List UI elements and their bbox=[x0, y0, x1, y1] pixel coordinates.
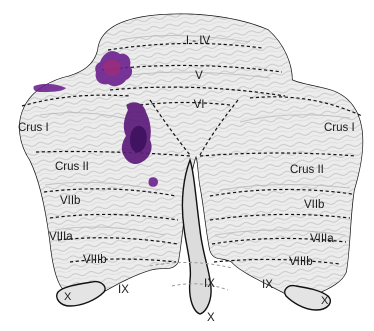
label-viib-right: VIIb bbox=[304, 199, 324, 211]
label-x-center: X bbox=[207, 312, 215, 324]
label-crus-i-right: Crus I bbox=[324, 122, 355, 134]
label-ix-right: IX bbox=[262, 279, 273, 291]
label-crus-i-left: Crus I bbox=[18, 122, 49, 134]
label-viiib-left: VIIIb bbox=[83, 254, 107, 266]
label-crus-ii-right: Crus II bbox=[290, 164, 324, 176]
label-viib-left: VIIb bbox=[60, 195, 80, 207]
label-x-left: X bbox=[64, 291, 72, 303]
label-ix-center: IX bbox=[204, 278, 215, 290]
activation-dot bbox=[149, 177, 159, 187]
label-viiia-right: VIIIa bbox=[310, 233, 334, 245]
label-x-right: X bbox=[321, 295, 329, 307]
label-viiib-right: VIIIb bbox=[289, 256, 313, 268]
label-ix-left: IX bbox=[118, 284, 129, 296]
label-vi: VI bbox=[194, 99, 205, 111]
label-viiia-left: VIIIa bbox=[49, 231, 73, 243]
label-i-iv: I - IV bbox=[186, 35, 211, 47]
label-v: V bbox=[195, 70, 203, 82]
label-crus-ii-left: Crus II bbox=[55, 161, 89, 173]
